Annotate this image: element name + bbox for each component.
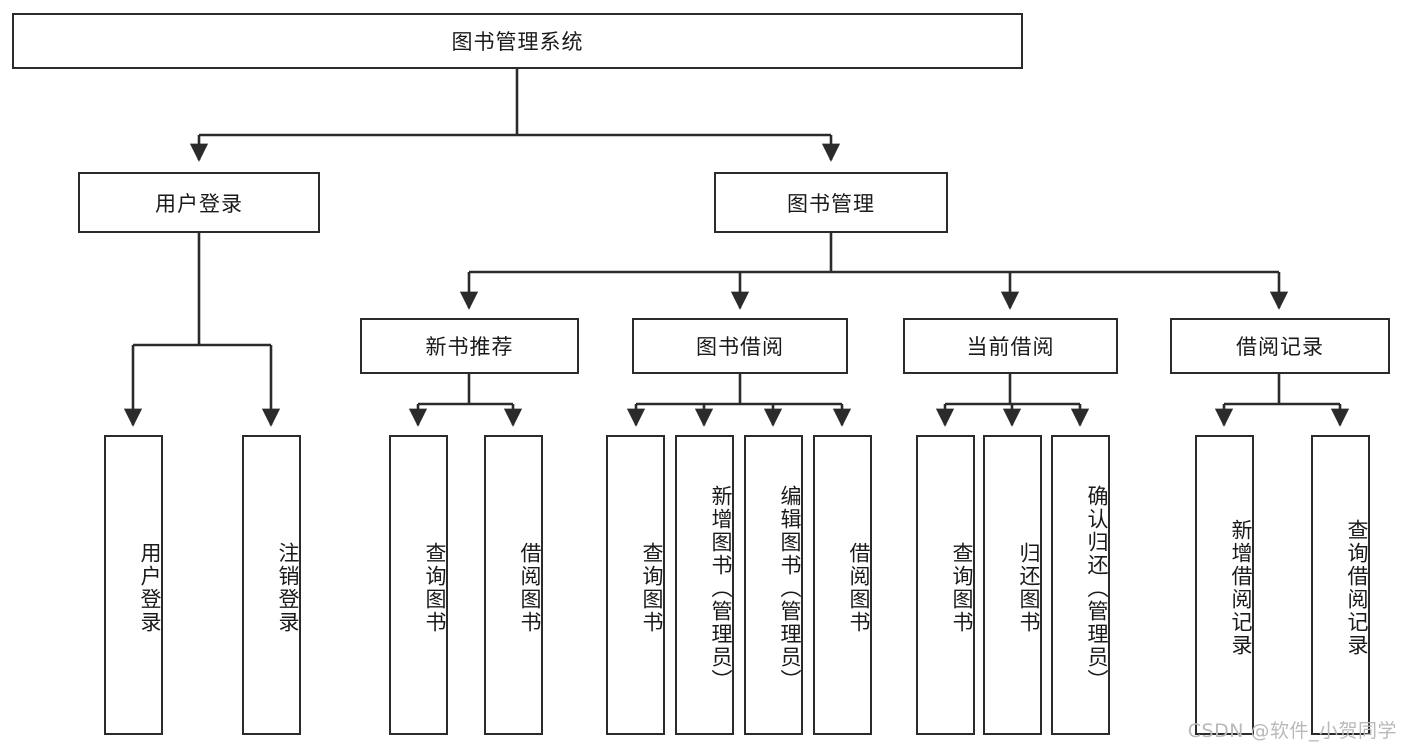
leaf-label: 借阅图书	[847, 542, 871, 634]
node-current-borrow[interactable]: 当前借阅	[903, 318, 1118, 374]
leaf-recommend-query-book[interactable]: 查询图书	[389, 435, 448, 735]
leaf-user-login-login[interactable]: 用户登录	[104, 435, 163, 735]
node-borrow-record[interactable]: 借阅记录	[1170, 318, 1390, 374]
leaf-label: 查询借阅记录	[1345, 519, 1369, 657]
leaf-borrow-borrow-book[interactable]: 借阅图书	[813, 435, 872, 735]
leaf-current-confirm-return-admin[interactable]: 确认归还（管理员）	[1051, 435, 1110, 735]
node-root-system[interactable]: 图书管理系统	[12, 13, 1023, 69]
leaf-record-add-record[interactable]: 新增借阅记录	[1195, 435, 1254, 735]
leaf-label: 查询图书	[640, 542, 664, 634]
node-book-borrow[interactable]: 图书借阅	[632, 318, 848, 374]
leaf-label: 查询图书	[423, 542, 447, 634]
leaf-recommend-borrow-book[interactable]: 借阅图书	[484, 435, 543, 735]
leaf-current-return-book[interactable]: 归还图书	[983, 435, 1042, 735]
leaf-label: 归还图书	[1017, 542, 1041, 634]
node-new-book-recommend[interactable]: 新书推荐	[360, 318, 579, 374]
node-user-login[interactable]: 用户登录	[78, 172, 320, 233]
leaf-borrow-edit-book-admin[interactable]: 编辑图书（管理员）	[744, 435, 803, 735]
leaf-label: 新增图书（管理员）	[709, 484, 733, 692]
leaf-current-query-book[interactable]: 查询图书	[916, 435, 975, 735]
leaf-label: 查询图书	[950, 542, 974, 634]
leaf-label: 编辑图书（管理员）	[778, 484, 802, 692]
watermark-text: CSDN @软件_小贺同学	[1187, 720, 1397, 742]
leaf-label: 注销登录	[276, 542, 300, 634]
node-book-management[interactable]: 图书管理	[714, 172, 948, 233]
leaf-label: 借阅图书	[518, 542, 542, 634]
leaf-borrow-query-book[interactable]: 查询图书	[606, 435, 665, 735]
leaf-label: 新增借阅记录	[1229, 519, 1253, 657]
leaf-user-login-logout[interactable]: 注销登录	[242, 435, 301, 735]
leaf-label: 用户登录	[138, 542, 162, 634]
leaf-label: 确认归还（管理员）	[1085, 484, 1109, 692]
leaf-record-query-record[interactable]: 查询借阅记录	[1311, 435, 1370, 735]
leaf-borrow-add-book-admin[interactable]: 新增图书（管理员）	[675, 435, 734, 735]
